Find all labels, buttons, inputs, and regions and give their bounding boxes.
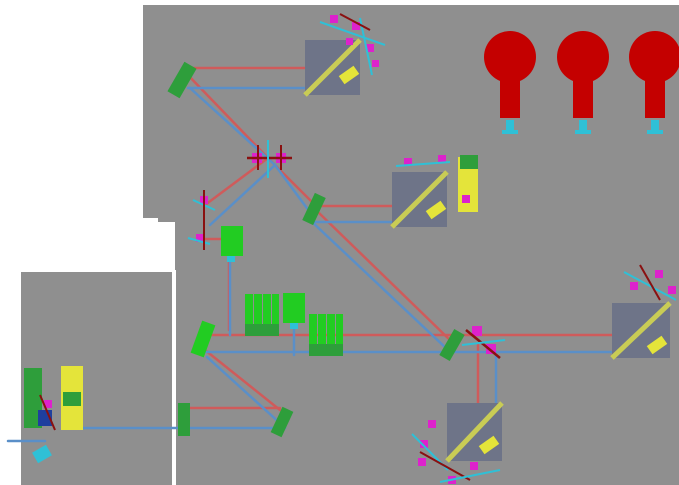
red-beam xyxy=(316,210,454,344)
table-panels xyxy=(21,5,679,485)
acousto-optic-modulator-icon[interactable] xyxy=(283,293,305,329)
mirror-mount-icon[interactable] xyxy=(302,192,326,226)
lens-holder-icon[interactable] xyxy=(623,264,677,301)
acousto-optic-modulator-icon[interactable] xyxy=(309,314,343,356)
mirror-mount-icon[interactable] xyxy=(167,61,197,99)
fiber-launchers xyxy=(484,31,679,134)
mirror-mount-icon[interactable] xyxy=(270,406,294,438)
mirror-mounts xyxy=(24,61,465,438)
beam-splitter-cube-icon[interactable] xyxy=(445,401,504,463)
lens-holder-icon[interactable] xyxy=(32,394,56,464)
blue-beam xyxy=(205,355,284,427)
mirror-mount-icon[interactable] xyxy=(24,368,42,428)
fiber-coupler-icon[interactable] xyxy=(629,31,679,134)
fiber-coupler-icon[interactable] xyxy=(557,31,609,134)
lens-holder-icon[interactable] xyxy=(461,326,506,359)
blue-beam xyxy=(273,163,314,217)
mirror-mount-icon[interactable] xyxy=(190,320,216,358)
table-panel-main xyxy=(143,5,679,485)
lens-holders xyxy=(32,13,677,484)
blue-beam xyxy=(208,163,277,227)
blue-beam xyxy=(188,86,277,167)
beam-splitter-cube-icon[interactable] xyxy=(610,301,672,360)
red-beam xyxy=(203,348,282,412)
white-gap xyxy=(172,270,176,485)
beam-splitter-cube-icon[interactable] xyxy=(390,170,449,229)
lens-holder-icon[interactable] xyxy=(319,13,386,76)
beam-splitter-cubes xyxy=(303,38,672,463)
green-block xyxy=(460,155,478,169)
lens-holder-icon[interactable] xyxy=(395,155,470,203)
lens-holder-icon[interactable] xyxy=(247,140,292,178)
blue-beam xyxy=(308,218,450,352)
aom-modules xyxy=(221,226,343,356)
green-block xyxy=(63,392,81,406)
lens-holder-icon[interactable] xyxy=(411,420,501,484)
lens-holder-icon[interactable] xyxy=(187,190,216,250)
mirror-mount-icon[interactable] xyxy=(439,329,465,361)
red-beam xyxy=(183,70,270,160)
mirror-mount-icon[interactable] xyxy=(178,403,190,436)
fiber-coupler-icon[interactable] xyxy=(484,31,536,134)
acousto-optic-modulator-icon[interactable] xyxy=(245,294,279,336)
acousto-optic-modulator-icon[interactable] xyxy=(221,226,243,262)
beam-splitter-cube-icon[interactable] xyxy=(303,38,362,97)
